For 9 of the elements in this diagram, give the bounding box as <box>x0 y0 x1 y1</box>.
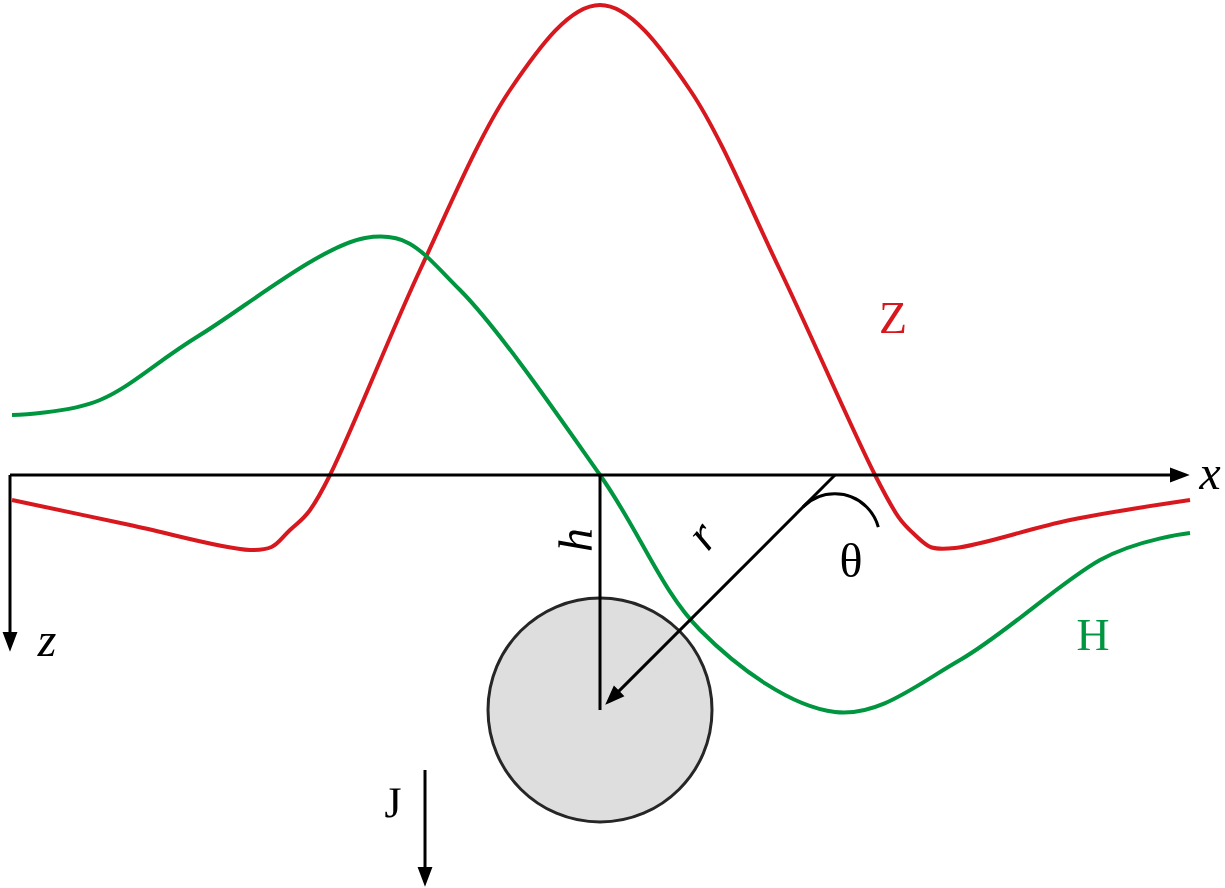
curve-label: Z <box>881 302 905 334</box>
axis-label: z <box>37 634 56 656</box>
current-label: J <box>385 788 401 818</box>
radius-label: r <box>692 523 712 551</box>
depth-label: h <box>558 530 592 551</box>
axis-label: x <box>1198 467 1221 489</box>
curve-label: H <box>1077 619 1109 651</box>
angle-label: θ <box>841 543 861 577</box>
cross-section-circle <box>486 596 714 824</box>
